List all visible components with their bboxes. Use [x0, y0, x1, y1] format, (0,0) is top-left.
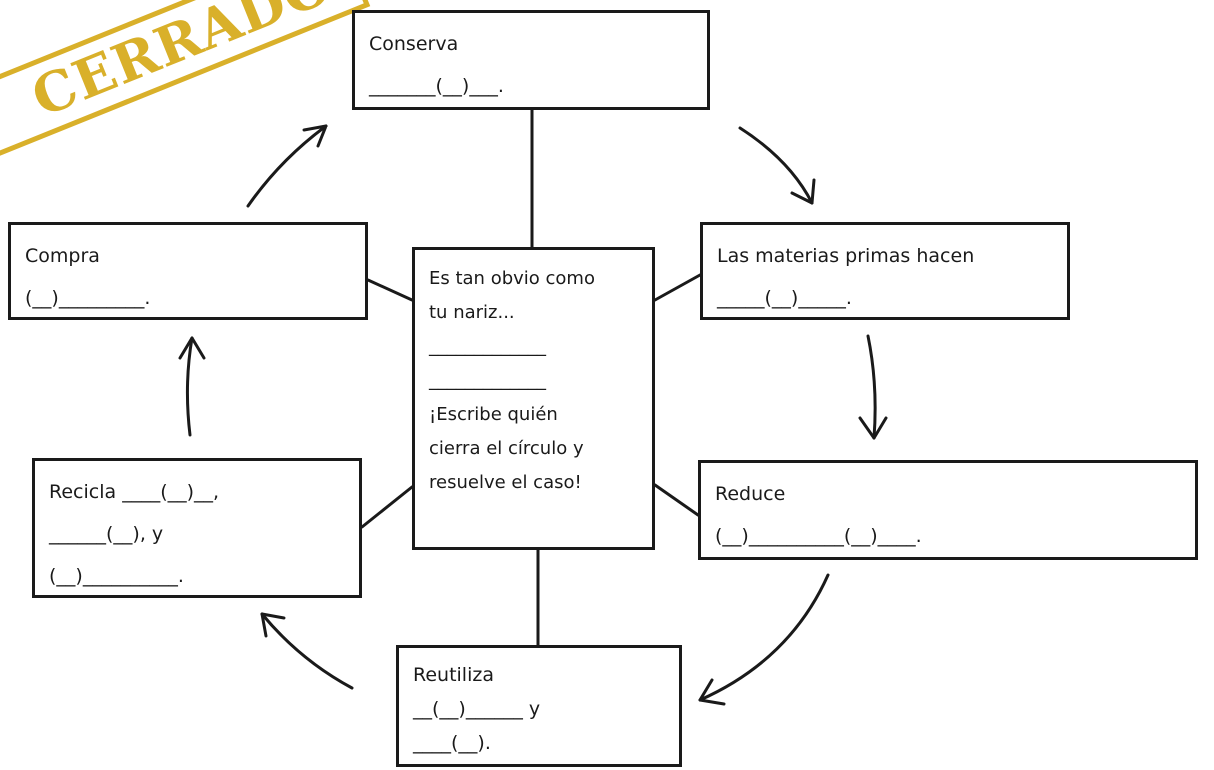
box-conserva: Conserva _______(__)___. — [352, 10, 710, 110]
box-recicla-title: Recicla — [49, 481, 117, 503]
arrow-materias-to-reduce — [858, 334, 888, 440]
box-materias: Las materias primas hacen _____(__)_____… — [700, 222, 1070, 320]
box-reutiliza: Reutiliza __(__)______ y ____(__). — [396, 645, 682, 767]
box-reutiliza-blank-1: __(__)______ y — [413, 698, 541, 720]
arrow-compra-to-conserva — [246, 124, 328, 208]
arrow-reutiliza-to-recicla — [260, 612, 354, 690]
box-materias-title: Las materias primas hacen — [717, 245, 975, 267]
center-line-2: tu nariz... — [429, 302, 515, 323]
center-answer-blank-2: _____________ — [429, 370, 546, 391]
box-conserva-blank: _______(__)___. — [369, 75, 504, 97]
box-reduce: Reduce (__)__________(__)____. — [698, 460, 1198, 560]
center-answer-blank-1: _____________ — [429, 336, 546, 357]
box-reduce-title: Reduce — [715, 483, 786, 505]
center-clue-box: Es tan obvio como tu nariz... __________… — [412, 247, 655, 550]
center-line-1: Es tan obvio como — [429, 268, 595, 289]
box-reutiliza-blank-2: ____(__). — [413, 732, 491, 754]
arrow-reduce-to-reutiliza — [698, 573, 830, 706]
box-recicla-line-1: Recicla ____(__)__, — [49, 471, 345, 513]
center-line-3: ¡Escribe quién — [429, 404, 558, 425]
box-recicla-blank-2: ______(__), y — [49, 523, 164, 545]
center-line-4: cierra el círculo y — [429, 438, 584, 459]
arrow-recicla-to-compra — [178, 336, 206, 437]
box-recicla: Recicla ____(__)__, ______(__), y (__)__… — [32, 458, 362, 598]
arrow-conserva-to-materias — [738, 126, 816, 205]
box-reutiliza-title: Reutiliza — [413, 664, 494, 686]
connector-compra — [366, 278, 414, 302]
box-recicla-blank-1: ____(__)__, — [122, 481, 220, 503]
box-recicla-blank-3: (__)__________. — [49, 565, 184, 587]
box-compra-title: Compra — [25, 245, 100, 267]
box-compra-blank: (__)_________. — [25, 287, 151, 309]
connector-recicla — [360, 485, 414, 529]
box-reduce-blank: (__)__________(__)____. — [715, 525, 922, 547]
box-conserva-title: Conserva — [369, 33, 459, 55]
box-materias-blank: _____(__)_____. — [717, 287, 852, 309]
connector-reduce — [653, 483, 700, 517]
box-compra: Compra (__)_________. — [8, 222, 368, 320]
connector-materias — [653, 273, 702, 302]
center-line-5: resuelve el caso! — [429, 472, 582, 493]
